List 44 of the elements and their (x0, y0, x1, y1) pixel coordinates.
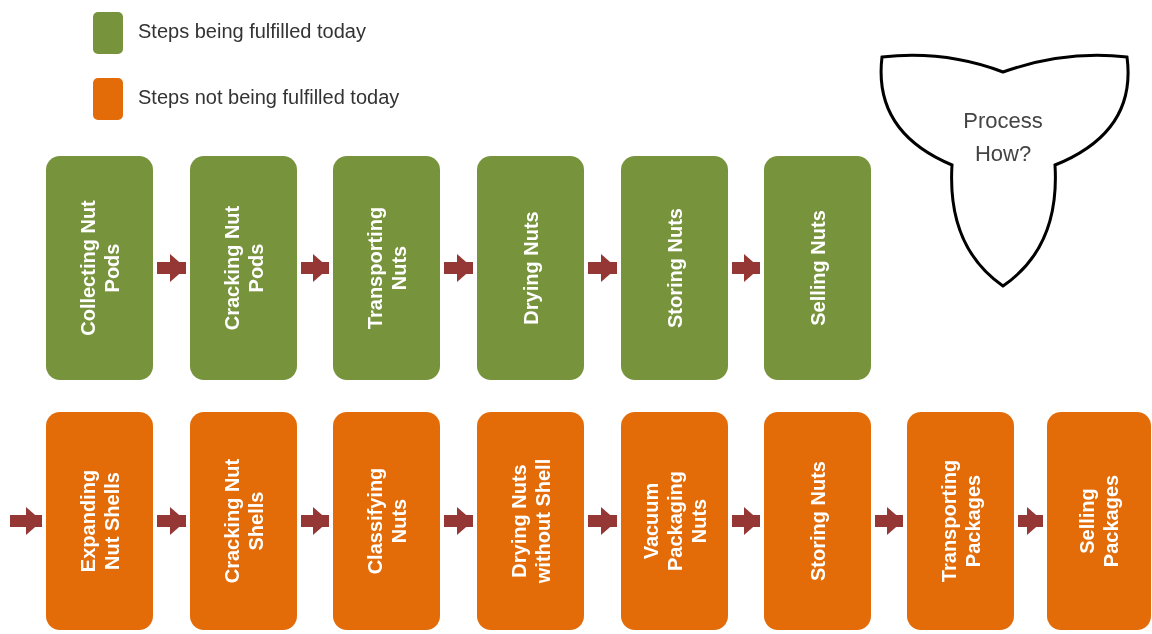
process-step-box (46, 156, 153, 380)
process-step-box (46, 412, 153, 630)
step-label: Cracking Nut Pods (219, 204, 268, 333)
block-arrow (157, 254, 186, 282)
step-label: Selling Nuts (805, 209, 830, 328)
step-label: Storing Nuts (805, 460, 830, 583)
block-arrow (588, 507, 617, 535)
step-label: Cracking Nut Shells (219, 457, 268, 586)
process-step-box (477, 412, 584, 630)
process-step-box (621, 412, 728, 630)
legend-label: Steps being fulfilled today (138, 20, 366, 43)
process-step-box (907, 412, 1014, 630)
block-arrow (732, 507, 760, 535)
block-arrow (10, 507, 42, 535)
block-arrow (444, 507, 473, 535)
step-label: Transporting Nuts (362, 205, 411, 332)
process-step-box (333, 156, 440, 380)
step-label: Expanding Nut Shells (75, 468, 124, 575)
block-arrow (1018, 507, 1043, 535)
block-arrow (444, 254, 473, 282)
step-label: Classifying Nuts (362, 466, 411, 577)
process-step-box (764, 412, 871, 630)
step-label: Selling Packages (1075, 473, 1123, 570)
step-label: Drying Nuts (518, 210, 543, 327)
process-step-box (1047, 412, 1151, 630)
block-arrow (588, 254, 617, 282)
block-arrow (157, 507, 186, 535)
step-label: Drying Nuts without Shell (506, 457, 555, 586)
step-label: Vacuum Packaging Nuts (638, 470, 711, 574)
step-label: Transporting Packages (936, 458, 985, 585)
block-arrow (875, 507, 903, 535)
step-label: Collecting Nut Pods (75, 199, 124, 338)
process-step-box (190, 156, 297, 380)
legend-label: Steps not being fulfilled today (138, 86, 400, 109)
process-step-box (621, 156, 728, 380)
process-step-box (764, 156, 871, 380)
process-step-box (333, 412, 440, 630)
block-arrow (732, 254, 760, 282)
process-step-box (190, 412, 297, 630)
block-arrow (301, 254, 329, 282)
shape-label: Process How? (962, 107, 1044, 168)
process-step-box (477, 156, 584, 380)
step-label: Storing Nuts (662, 207, 687, 330)
block-arrow (301, 507, 329, 535)
